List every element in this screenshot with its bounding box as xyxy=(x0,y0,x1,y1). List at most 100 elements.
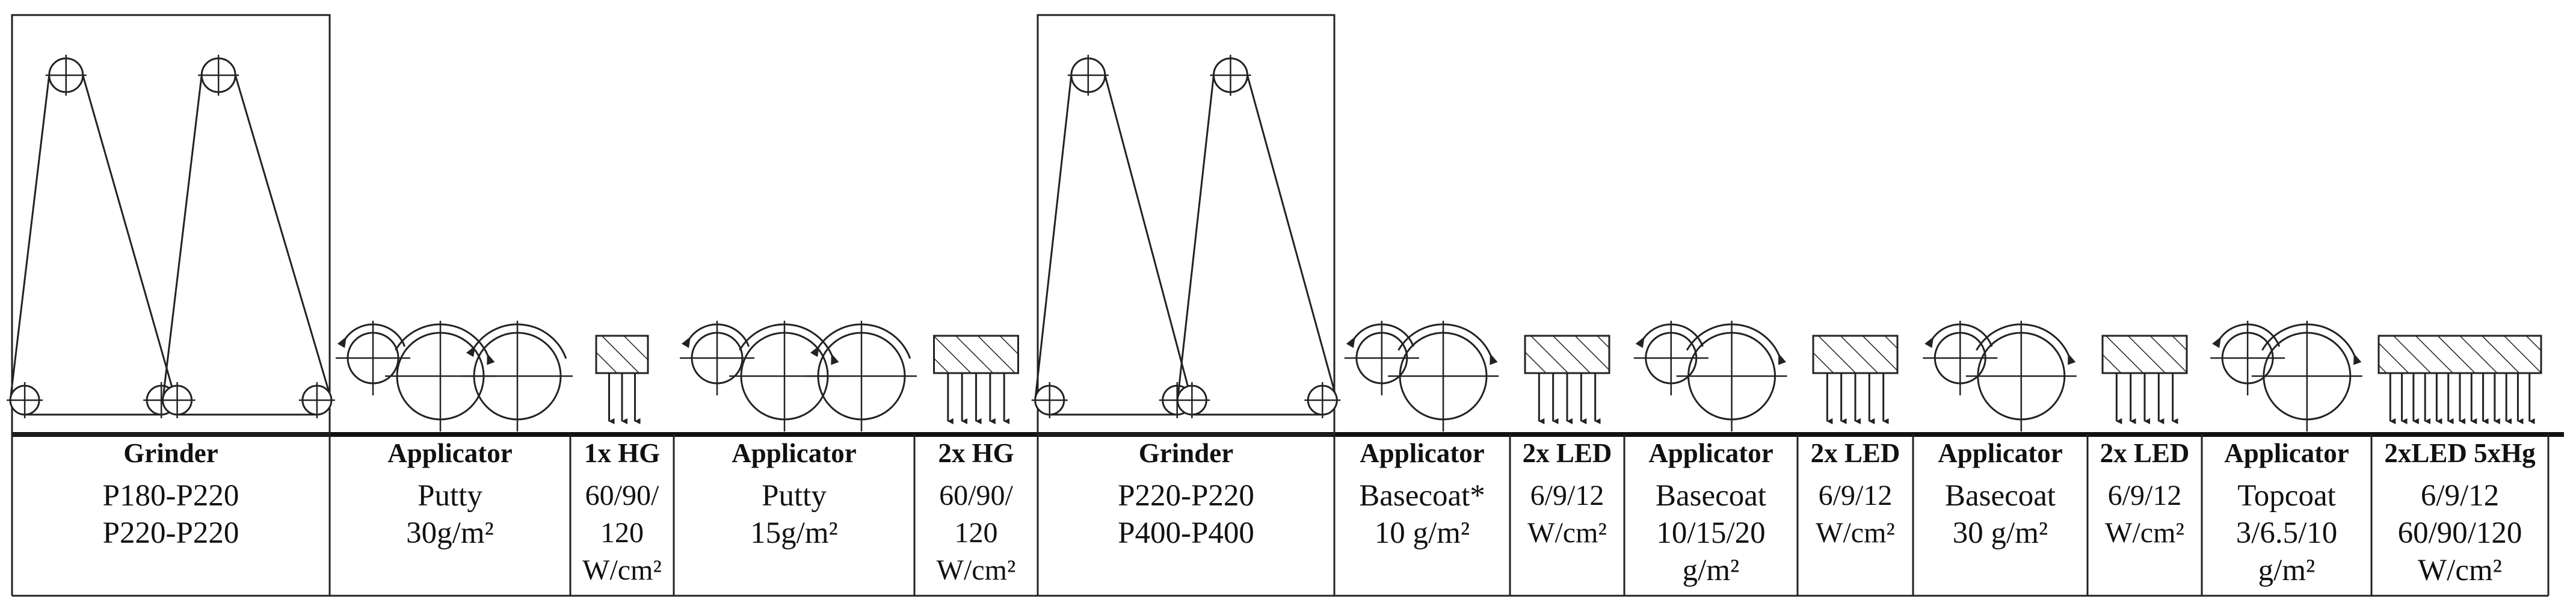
spec-line: 6/9/12 xyxy=(1818,480,1893,512)
spec-line: Topcoat xyxy=(2237,479,2336,513)
station-heading: Applicator xyxy=(2224,438,2349,468)
station-heading: 2x LED xyxy=(1810,438,1900,468)
spec-line: Putty xyxy=(762,479,827,513)
rotation-arrow xyxy=(466,323,567,359)
spec-line: 6/9/12 xyxy=(1530,480,1604,512)
lamp-housing xyxy=(1812,335,1899,374)
rotation-arrow xyxy=(395,323,495,365)
lamp-housing xyxy=(595,335,649,374)
station-heading: 2x HG xyxy=(938,438,1014,468)
lamp-housing xyxy=(1524,335,1610,374)
spec-line: 30g/m² xyxy=(406,516,494,550)
spec-line: 15g/m² xyxy=(750,516,838,550)
sanding-belt xyxy=(7,55,180,418)
station-heading: 1x HG xyxy=(584,438,661,468)
spec-line: g/m² xyxy=(1682,554,1740,587)
spec-line: P220-P220 xyxy=(102,516,239,550)
grinder-frame xyxy=(11,14,331,436)
spec-line: W/cm² xyxy=(2418,554,2502,587)
curing-lamp-unit xyxy=(2101,335,2188,424)
applicator-unit xyxy=(1344,321,1499,431)
station-heading: 2x LED xyxy=(1522,438,1612,468)
spec-line: P220-P220 xyxy=(1118,479,1254,513)
sanding-belt xyxy=(1031,55,1195,418)
belt-side xyxy=(82,75,177,401)
spec-line: P180-P220 xyxy=(102,479,239,513)
spec-line: Basecoat xyxy=(1944,479,2056,513)
grinder-unit xyxy=(1031,14,1341,436)
grinder-frame xyxy=(1037,14,1336,436)
station-specs: Basecoat*10 g/m² xyxy=(1334,477,1510,552)
spec-line: 10/15/20 xyxy=(1656,516,1766,550)
belt-side xyxy=(1034,75,1073,401)
spec-line: 3/6.5/10 xyxy=(2236,516,2338,550)
spec-line: W/cm² xyxy=(1816,517,1895,549)
spec-line: Basecoat xyxy=(1655,479,1767,513)
station-heading: Applicator xyxy=(387,438,513,468)
rotation-arrow xyxy=(337,323,406,348)
spec-line: 60/90/ xyxy=(939,480,1013,512)
rotation-arrow xyxy=(2261,323,2362,365)
curing-lamp-unit xyxy=(2377,335,2542,424)
lamp-housing xyxy=(2101,335,2188,374)
belt-side xyxy=(162,75,203,401)
rotation-arrow xyxy=(1976,323,2076,365)
applicator-unit xyxy=(1633,321,1787,431)
station-heading: 2x LED xyxy=(2100,438,2190,468)
belt-side xyxy=(1176,75,1215,401)
applicator-unit xyxy=(2210,321,2362,431)
station-heading: Grinder xyxy=(1138,438,1234,468)
spec-line: P400-P400 xyxy=(1118,516,1254,550)
rotation-arrow xyxy=(1397,323,1498,365)
curing-lamp-unit xyxy=(595,335,649,424)
rotation-arrow xyxy=(739,323,839,365)
applicator-unit xyxy=(680,321,917,431)
belt-side xyxy=(1246,75,1338,401)
station-heading: Applicator xyxy=(1360,438,1485,468)
station-heading: 2xLED 5xHg xyxy=(2384,438,2536,468)
spec-line: 60/90/120 xyxy=(2397,516,2522,550)
rotation-arrow xyxy=(2212,323,2281,348)
spec-line: 120 xyxy=(954,517,998,549)
rotation-arrow xyxy=(810,323,911,359)
sanding-belt xyxy=(159,55,335,418)
spec-line: 6/9/12 xyxy=(2107,480,2182,512)
spec-line: 10 g/m² xyxy=(1374,516,1470,550)
rotation-arrow xyxy=(681,323,750,348)
spec-line: W/cm² xyxy=(1527,517,1607,549)
curing-lamp-unit xyxy=(1524,335,1610,424)
rotation-arrow xyxy=(1686,323,1787,365)
spec-line: W/cm² xyxy=(582,554,662,586)
spec-line: W/cm² xyxy=(2105,517,2184,549)
applicator-unit xyxy=(336,321,573,431)
spec-line: 30 g/m² xyxy=(1952,516,2048,550)
lamp-housing xyxy=(2377,335,2542,374)
station-heading: Applicator xyxy=(1648,438,1773,468)
curing-lamp-unit xyxy=(933,335,1019,424)
spec-line: Basecoat* xyxy=(1359,479,1485,513)
curing-lamp-unit xyxy=(1812,335,1899,424)
